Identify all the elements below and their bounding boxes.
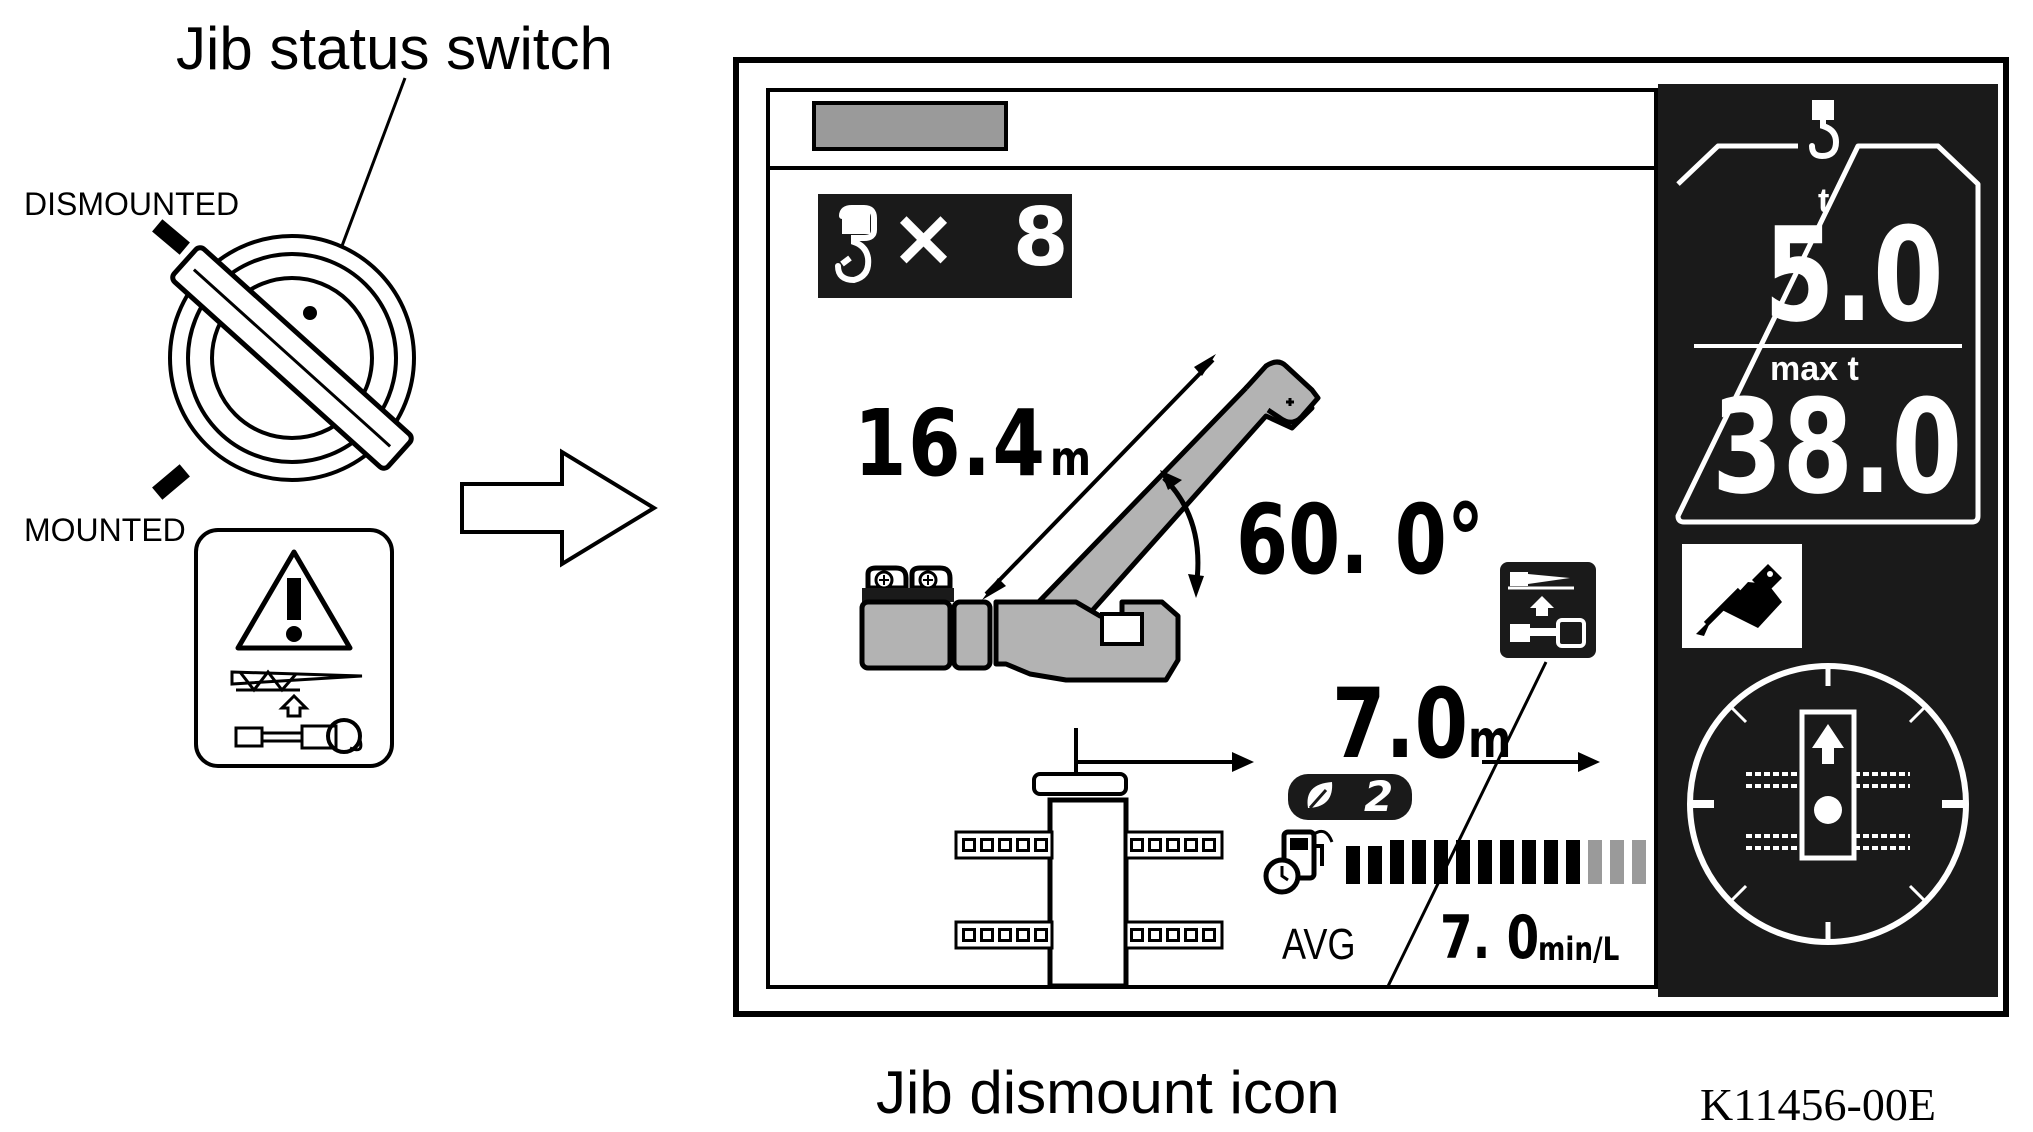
fuel-bar-segment <box>1478 840 1492 884</box>
eco-level: 2 <box>1364 772 1394 821</box>
jib-icon-leader-line <box>1386 661 1548 985</box>
transition-arrow <box>460 448 658 568</box>
boom-angle-value: 60. 0° <box>1236 484 1485 596</box>
boom-length-value: 16.4m <box>854 390 1093 497</box>
fuel-bar-segment <box>1368 846 1382 884</box>
load-value: 5.0 <box>1764 199 1944 351</box>
boom-icon <box>859 359 1321 683</box>
level-indicator <box>1690 666 1966 942</box>
load-panel-outline <box>1675 143 1981 525</box>
warning-icon <box>235 549 353 651</box>
header-tab <box>812 101 1008 151</box>
fuel-consumption-bar <box>1346 840 1646 884</box>
max-load-value: 38.0 <box>1712 371 1963 523</box>
outrigger-diagram <box>954 772 1224 985</box>
working-radius-value: 7.0m <box>1332 668 1512 780</box>
boom-angle-arc <box>1160 470 1204 598</box>
jib-dismount-icon-label: Jib dismount icon <box>876 1059 1340 1126</box>
fuel-bar-segment <box>1500 840 1514 884</box>
fuel-avg-label: AVG <box>1282 920 1356 969</box>
pin-mini-icon <box>234 718 363 754</box>
boom-length-unit: m <box>1049 431 1093 487</box>
fuel-bar-segment <box>1588 840 1602 884</box>
working-radius-unit: m <box>1468 710 1512 770</box>
eco-icon <box>1288 774 1412 820</box>
fuel-avg-unit: min/L <box>1538 930 1620 968</box>
hook-icon <box>835 205 877 284</box>
fuel-bar-segment <box>1456 840 1470 884</box>
screen-header-divider <box>766 166 1658 170</box>
dismounted-marker <box>152 219 190 255</box>
figure-code: K11456-00E <box>1700 1079 1936 1130</box>
boom-length-arrow <box>982 354 1216 600</box>
fuel-avg-value: 7. 0 <box>1440 903 1540 973</box>
fuel-bar-segment <box>1610 840 1624 884</box>
right-panel-graphics <box>1675 100 1981 945</box>
telescope-icon <box>1682 544 1802 648</box>
fuel-bar-segment <box>1346 846 1360 884</box>
fuel-bar-segment <box>1632 840 1646 884</box>
jib-dismount-icon <box>1500 562 1596 658</box>
fuel-bar-segment <box>1412 840 1426 884</box>
mounted-label: MOUNTED <box>24 512 186 548</box>
working-radius-arrow <box>1074 728 1600 776</box>
fuel-bar-segment <box>1522 840 1536 884</box>
switch-drawing <box>152 77 658 768</box>
hook-multiplier: × 8 <box>890 191 1083 284</box>
hook-icon <box>1809 100 1840 160</box>
fuel-bar-segment <box>1566 840 1580 884</box>
jib-mini-icon <box>230 669 363 693</box>
main-screen-graphics <box>818 194 1646 985</box>
fuel-bar-segment <box>1544 840 1558 884</box>
mounted-marker <box>152 464 190 500</box>
caution-plate <box>194 528 394 768</box>
jib-status-switch-label: Jib status switch <box>176 15 613 82</box>
load-unit: t <box>1818 182 1830 220</box>
fuel-bar-segment <box>1434 840 1448 884</box>
fuel-pump-icon <box>1263 829 1324 895</box>
max-load-label: max t <box>1770 350 1859 388</box>
fuel-bar-segment <box>1390 840 1404 884</box>
jib-status-switch[interactable] <box>168 234 416 482</box>
dismounted-label: DISMOUNTED <box>24 186 240 222</box>
